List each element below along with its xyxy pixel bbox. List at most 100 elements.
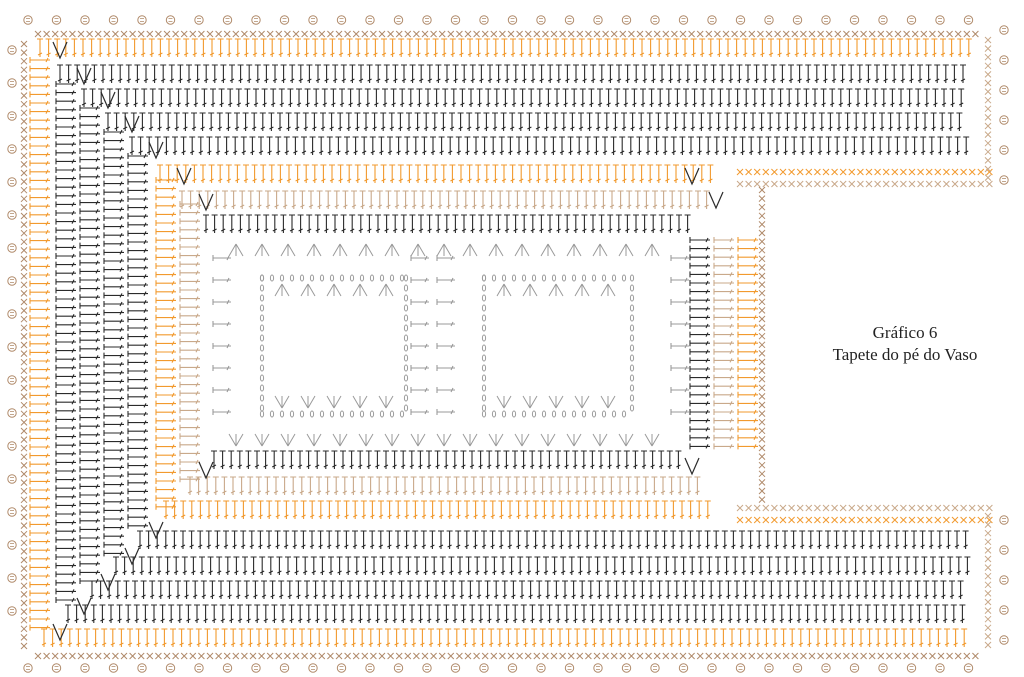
x-icon xyxy=(954,652,962,660)
double-crochet-icon xyxy=(266,530,272,549)
fan-icon xyxy=(496,395,512,409)
double-crochet-icon xyxy=(144,628,151,647)
double-crochet-icon xyxy=(245,604,252,623)
double-crochet-icon xyxy=(610,500,617,519)
picot-icon xyxy=(678,663,689,673)
chain-icon xyxy=(629,394,635,402)
double-crochet-icon xyxy=(424,580,431,599)
double-crochet-icon xyxy=(103,292,124,299)
x-icon xyxy=(808,30,816,38)
double-crochet-icon xyxy=(228,214,235,233)
x-icon xyxy=(865,516,873,524)
double-crochet-icon xyxy=(891,64,898,83)
double-crochet-icon xyxy=(55,356,76,363)
double-crochet-icon xyxy=(598,64,605,83)
double-crochet-icon xyxy=(179,338,200,345)
double-crochet-icon xyxy=(127,454,148,460)
double-crochet-icon xyxy=(601,500,608,519)
double-crochet-icon xyxy=(433,580,439,599)
x-icon xyxy=(370,652,377,660)
double-crochet-icon xyxy=(445,628,452,647)
double-crochet-icon xyxy=(527,38,534,57)
double-crochet-icon xyxy=(225,164,232,183)
double-crochet-icon xyxy=(156,556,162,575)
double-crochet-icon xyxy=(643,190,650,209)
x-icon xyxy=(610,30,618,38)
double-crochet-icon xyxy=(29,581,50,588)
double-crochet-icon xyxy=(215,136,221,155)
double-crochet-icon xyxy=(79,474,100,481)
chain-icon xyxy=(629,294,635,302)
fan-icon xyxy=(496,283,512,297)
double-crochet-icon xyxy=(548,476,555,495)
x-icon xyxy=(481,652,489,660)
picot-icon xyxy=(999,145,1009,155)
double-crochet-icon xyxy=(79,311,100,318)
double-crochet-icon xyxy=(212,299,231,305)
double-crochet-icon xyxy=(802,580,809,599)
double-crochet-icon xyxy=(485,88,492,107)
double-crochet-icon xyxy=(704,500,711,519)
double-crochet-icon xyxy=(127,333,148,340)
double-crochet-icon xyxy=(544,580,551,599)
double-crochet-icon xyxy=(529,450,536,469)
double-crochet-icon xyxy=(160,64,167,83)
picot-icon xyxy=(707,663,717,673)
double-crochet-icon xyxy=(314,214,321,233)
double-crochet-icon xyxy=(470,476,477,495)
double-crochet-icon xyxy=(140,580,147,599)
double-crochet-icon xyxy=(439,556,446,575)
double-crochet-icon xyxy=(578,112,584,131)
x-icon xyxy=(20,530,28,538)
double-crochet-icon xyxy=(591,628,598,647)
double-crochet-icon xyxy=(445,476,451,495)
double-crochet-icon xyxy=(825,530,831,549)
double-crochet-icon xyxy=(257,530,264,549)
double-crochet-icon xyxy=(357,450,364,469)
double-crochet-icon xyxy=(748,136,755,155)
x-icon xyxy=(567,652,575,660)
double-crochet-icon xyxy=(29,108,50,115)
double-crochet-icon xyxy=(121,556,128,575)
double-crochet-icon xyxy=(608,476,615,495)
double-crochet-icon xyxy=(155,383,176,390)
double-crochet-icon xyxy=(945,530,952,549)
x-icon xyxy=(86,652,93,660)
double-crochet-icon xyxy=(656,580,663,599)
x-icon xyxy=(378,652,386,660)
x-icon xyxy=(771,168,778,176)
double-crochet-icon xyxy=(603,556,610,575)
x-icon xyxy=(984,157,992,164)
double-crochet-icon xyxy=(55,321,76,328)
x-icon xyxy=(77,30,85,38)
double-crochet-icon xyxy=(127,479,148,486)
x-icon xyxy=(984,174,992,181)
double-crochet-icon xyxy=(546,450,553,469)
double-crochet-icon xyxy=(106,580,113,599)
double-crochet-icon xyxy=(272,64,278,83)
double-crochet-icon xyxy=(689,323,710,329)
double-crochet-icon xyxy=(412,136,419,155)
picot-icon xyxy=(422,663,432,673)
double-crochet-icon xyxy=(57,64,63,83)
double-crochet-icon xyxy=(55,450,76,457)
x-icon xyxy=(984,538,992,546)
double-crochet-icon xyxy=(29,358,50,364)
double-crochet-icon xyxy=(458,580,465,599)
chain-icon xyxy=(319,274,325,282)
double-crochet-icon xyxy=(306,64,313,83)
double-crochet-icon xyxy=(761,604,768,623)
double-crochet-icon xyxy=(271,450,278,469)
double-crochet-icon xyxy=(654,556,661,575)
double-crochet-icon xyxy=(127,213,148,220)
double-crochet-icon xyxy=(367,628,374,647)
double-crochet-icon xyxy=(505,476,512,495)
x-icon xyxy=(180,652,188,660)
picot-icon xyxy=(365,15,375,25)
double-crochet-icon xyxy=(79,423,100,430)
double-crochet-icon xyxy=(479,628,486,647)
double-crochet-icon xyxy=(363,112,369,131)
double-crochet-icon xyxy=(221,628,228,647)
double-crochet-icon xyxy=(489,530,496,549)
double-crochet-icon xyxy=(100,64,106,83)
